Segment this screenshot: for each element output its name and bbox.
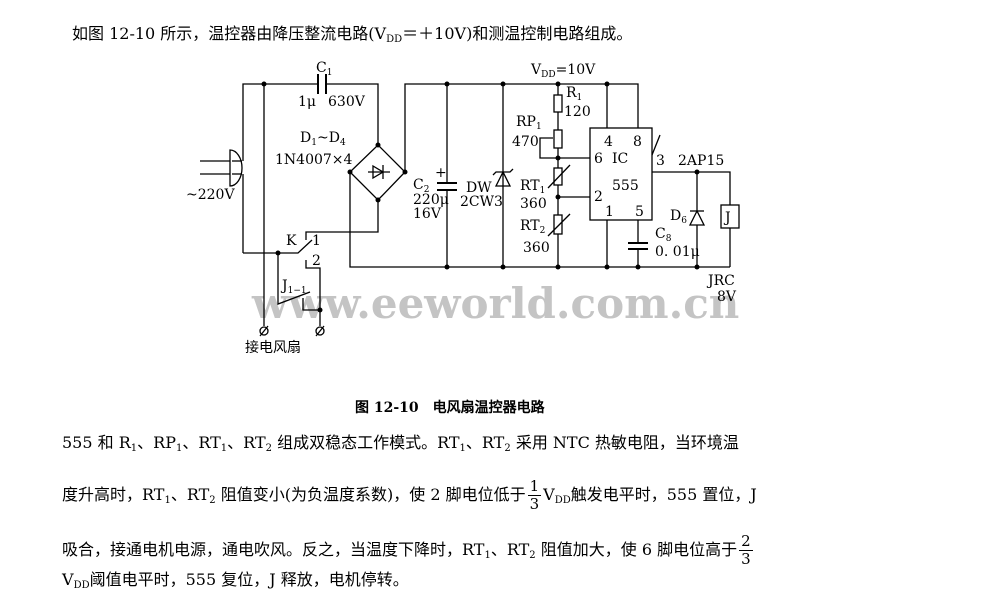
output-diode-part: 2AP15	[678, 153, 724, 169]
subscript: 1	[220, 443, 228, 454]
pin3-label: 3	[656, 153, 665, 169]
text-segment: 、RT	[182, 433, 221, 452]
body-line-3: 吸合，接通电机电源，通电吹风。反之，当温度下降时，RT1、RT2 阻值加大，使 …	[62, 533, 755, 568]
subscript: DD	[554, 495, 571, 506]
k-pin1: 1	[312, 233, 321, 249]
pin1-label: 1	[605, 204, 614, 220]
text-segment: 阻值加大，使 6 脚电位高于	[535, 540, 738, 559]
junction-dots	[261, 81, 700, 313]
text-segment: 吸合，接通电机电源，通电吹风。反之，当温度下降时，RT	[62, 540, 485, 559]
rt1-label: RT1	[520, 178, 545, 196]
subscript: 1	[459, 443, 466, 454]
bridge-part: 1N4007×4	[275, 152, 353, 168]
d6-label: D6	[670, 208, 687, 226]
subscript: DD	[386, 34, 403, 45]
fraction-denominator: 3	[529, 495, 540, 513]
text-segment: 阻值变小(为负温度系数)，使 2 脚电位低于	[215, 485, 526, 504]
text-segment: V	[543, 485, 555, 504]
pin6-label: 6	[594, 151, 603, 167]
r1-value: 120	[564, 104, 591, 120]
r1-label: R1	[566, 85, 582, 103]
c2-label: C2	[413, 177, 429, 195]
j11-label: J1−1	[280, 278, 307, 296]
text-segment: V	[62, 570, 74, 589]
component-labels: C1 1μ 630V D1~D4 1N4007×4 ~220V C2 + 220…	[186, 60, 737, 356]
subscript: 2	[209, 495, 216, 506]
c1-voltage: 630V	[328, 94, 366, 110]
text-segment: 、RT	[227, 433, 266, 452]
subscript: 1	[130, 443, 138, 454]
fraction-numerator: 1	[527, 477, 542, 496]
rp1-value: 470	[512, 134, 539, 150]
k-pin2: 2	[312, 253, 321, 269]
subscript: 1	[175, 443, 183, 454]
text-segment: 组成双稳态工作模式。RT	[272, 433, 460, 452]
subscript: 1	[164, 495, 171, 506]
body-line-4: VDD阈值电平时，555 复位，J 释放，电机停转。	[62, 570, 409, 596]
text-segment: ＝＋10V)和测温控制电路组成。	[402, 24, 633, 43]
pin2-label: 2	[594, 189, 603, 205]
ic-part: 555	[612, 178, 639, 194]
c1-capacitance: 1μ	[298, 94, 316, 110]
text-segment: 如图 12-10 所示，温控器由降压整流电路(V	[72, 24, 387, 43]
subscript: 2	[265, 443, 272, 454]
rt2-label: RT2	[520, 218, 545, 236]
dw-part: 2CW3	[460, 194, 503, 210]
rp1-label: RP1	[516, 114, 542, 132]
switch-k-label: K	[286, 233, 297, 249]
relay-voltage: 8V	[717, 289, 737, 305]
c1-label: C1	[316, 60, 332, 78]
subscript: 1	[484, 550, 491, 561]
text-segment: 555 和 R	[62, 433, 131, 452]
relay-part: JRC	[706, 273, 735, 289]
vdd-label: VDD=10V	[530, 62, 596, 80]
rt1-value: 360	[520, 196, 547, 212]
subscript: 2	[504, 443, 511, 454]
pin8-label: 8	[633, 134, 642, 150]
c2-plus: +	[435, 165, 447, 181]
pin5-label: 5	[635, 204, 644, 220]
bridge-label: D1~D4	[300, 130, 346, 148]
subscript: DD	[73, 580, 90, 591]
text-segment: 、RP	[137, 433, 176, 452]
watermark: www.eeworld.com.cn	[251, 279, 739, 328]
text-segment: 采用 NTC 热敏电阻，当环境温	[510, 433, 739, 452]
fan-terminals[interactable]	[259, 325, 325, 337]
text-segment: 、RT	[490, 540, 530, 559]
fan-label: 接电风扇	[245, 339, 301, 356]
text-segment: 触发电平时，555 置位，J	[570, 485, 757, 504]
c8-label: C8	[655, 226, 672, 244]
rt2-value: 360	[523, 240, 550, 256]
text-segment: 阈值电平时，555 复位，J 释放，电机停转。	[89, 570, 409, 589]
c2-capacitance: 220μ	[413, 192, 449, 208]
figure-caption: 图 12-10 电风扇温控器电路	[355, 400, 545, 416]
c8-value: 0. 01μ	[655, 244, 700, 260]
c2-voltage: 16V	[413, 206, 442, 222]
pin4-label: 4	[604, 134, 613, 150]
body-line-1: 555 和 R1、RP1、RT1、RT2 组成双稳态工作模式。RT1、RT2 采…	[62, 433, 739, 459]
intro-paragraph: 如图 12-10 所示，温控器由降压整流电路(VDD＝＋10V)和测温控制电路组…	[72, 24, 632, 50]
ic-label: IC	[612, 151, 628, 167]
fraction-numerator: 2	[739, 532, 753, 551]
mains-label: ~220V	[186, 187, 235, 203]
subscript: 2	[529, 550, 536, 561]
text-segment: 、RT	[170, 485, 210, 504]
fraction-denominator: 3	[741, 550, 751, 568]
relay-j-label: J	[723, 210, 731, 226]
text-segment: 度升高时，RT	[62, 485, 165, 504]
dw-label: DW	[466, 180, 492, 196]
text-segment: 、RT	[465, 433, 505, 452]
